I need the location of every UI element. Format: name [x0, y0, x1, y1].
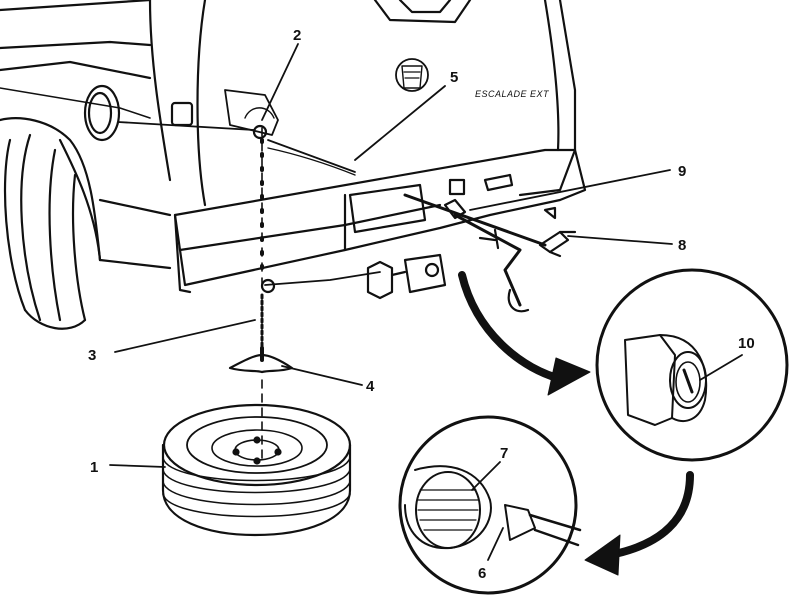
spare-tire-bracket: [224, 89, 279, 136]
cadillac-emblem: [395, 58, 429, 92]
callout-3: 3: [88, 347, 96, 364]
rear-bumper: [173, 148, 587, 294]
hoist-winch: [366, 206, 557, 300]
callout-4: 4: [366, 378, 375, 395]
callout-5: 5: [450, 69, 458, 86]
spare-tire: [161, 403, 352, 537]
callout-6: 6: [478, 565, 486, 582]
callout-2: 2: [293, 27, 301, 44]
guide-arrow-2: [606, 471, 694, 559]
guide-arrow-1: [458, 271, 569, 384]
jack-handle-tools: [403, 193, 577, 313]
detail-circle-lock: [595, 268, 789, 462]
callout-10: 10: [738, 335, 755, 352]
detail-circle-access: [398, 415, 582, 595]
callout-labels: 2 5 9 8 3 4 1 10 7 6: [88, 27, 755, 582]
callout-9: 9: [678, 163, 686, 180]
arrowhead-2: [584, 534, 621, 576]
retainer-rod: [244, 107, 275, 461]
callout-8: 8: [678, 237, 686, 254]
vehicle-body: [0, 0, 577, 330]
leader-lines: [109, 43, 743, 561]
callout-1: 1: [90, 459, 98, 476]
callout-7: 7: [500, 445, 508, 462]
vehicle-badge-text: ESCALADE EXT: [475, 89, 550, 99]
arrowhead-1: [547, 357, 591, 396]
